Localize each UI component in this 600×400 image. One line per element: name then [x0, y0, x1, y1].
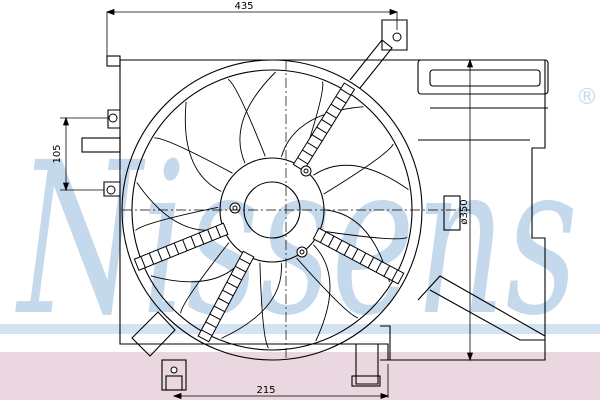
registered-mark: ® [576, 85, 598, 110]
motor-strut [292, 82, 356, 172]
fan-blade [154, 101, 233, 192]
centerlines [122, 60, 470, 360]
dimension-lines [60, 8, 474, 400]
motor-struts [133, 82, 405, 343]
dimension-labels: 435 105 ø350 215 [52, 1, 470, 396]
watermark-logo: Nissens [15, 117, 578, 362]
fan-blade [313, 143, 409, 195]
shroud-outline [81, 19, 549, 391]
motor-strut [197, 250, 255, 343]
watermark-stripe [0, 324, 600, 334]
motor-strut [312, 227, 405, 285]
motor-strut [133, 222, 229, 271]
dim-mount-height: 105 [52, 144, 63, 163]
fan-blade [227, 71, 276, 164]
dim-lower-span: 215 [256, 385, 275, 396]
dim-fan-diameter: ø350 [459, 199, 470, 224]
fan-blade [296, 244, 359, 342]
fan-blade [221, 262, 282, 349]
motor-bolts [106, 32, 402, 374]
dim-overall-width: 435 [234, 1, 253, 12]
